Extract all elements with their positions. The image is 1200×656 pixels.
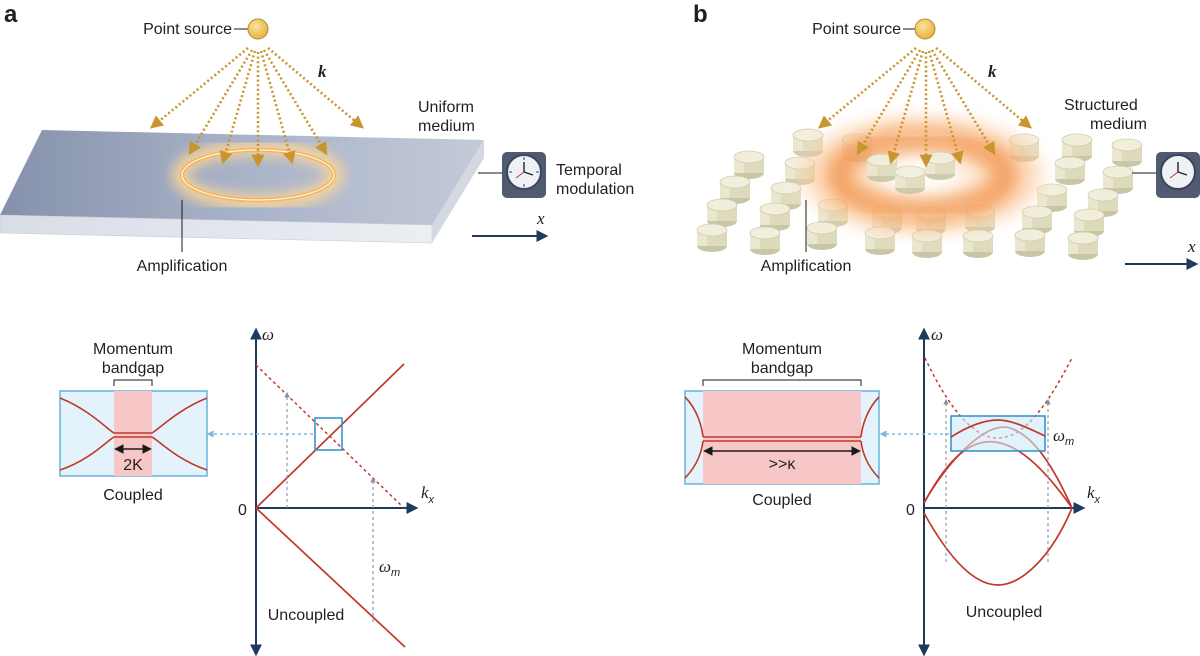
omega-m-label-a: ωm	[379, 557, 400, 579]
uncoupled-label-a: Uncoupled	[268, 607, 345, 624]
panel-a-letter: a	[4, 1, 18, 28]
inset-title-b-2: bandgap	[751, 360, 813, 377]
k-label-b: k	[988, 62, 997, 81]
omega-axis-label-a: ω	[262, 325, 274, 344]
coupled-caption-b: Coupled	[752, 492, 812, 509]
inset-title-a-1: Momentum	[93, 341, 173, 358]
bandgap-inset-b	[684, 379, 880, 485]
kx-label-a: kx	[421, 483, 435, 506]
medium-label-a-2: medium	[418, 118, 475, 135]
k-rays-a	[149, 46, 364, 168]
bandgap-inset-a	[59, 379, 208, 477]
x-label-a: x	[536, 209, 545, 228]
amplification-label-a: Amplification	[137, 258, 228, 275]
uncoupled-label-b: Uncoupled	[966, 604, 1043, 621]
point-source-label-b: Point source	[812, 21, 901, 38]
k-rays-b	[817, 46, 1032, 168]
point-source-b	[903, 18, 936, 40]
dispersion-plot-a	[206, 327, 419, 656]
panel-b-letter: b	[693, 1, 708, 28]
gap-label-b: >>κ	[769, 456, 797, 473]
origin-label-b: 0	[906, 502, 915, 519]
point-source-a	[234, 18, 269, 40]
dispersion-plot-b	[879, 327, 1086, 656]
omega-m-label-b: ωm	[1053, 426, 1074, 448]
medium-label-b-1: Structured	[1064, 97, 1138, 114]
inset-title-a-2: bandgap	[102, 360, 164, 377]
k-label-a: k	[318, 62, 327, 81]
kx-label-b: kx	[1087, 483, 1101, 506]
coupled-caption-a: Coupled	[103, 487, 163, 504]
x-label-b: x	[1187, 237, 1196, 256]
point-source-label-a: Point source	[143, 21, 232, 38]
modulation-label-a-1: Temporal	[556, 162, 622, 179]
gap-label-a: 2K	[123, 457, 143, 474]
inset-title-b-1: Momentum	[742, 341, 822, 358]
uniform-medium-slab	[0, 130, 484, 244]
clock-icon-b	[1132, 152, 1200, 198]
medium-label-b-2: medium	[1090, 116, 1147, 133]
point-source-icon	[247, 18, 269, 40]
origin-label-a: 0	[238, 502, 247, 519]
clock-icon	[478, 152, 546, 198]
modulation-label-a-2: modulation	[556, 181, 634, 198]
amplification-label-b: Amplification	[761, 258, 852, 275]
omega-axis-label-b: ω	[931, 325, 943, 344]
medium-label-a-1: Uniform	[418, 99, 474, 116]
